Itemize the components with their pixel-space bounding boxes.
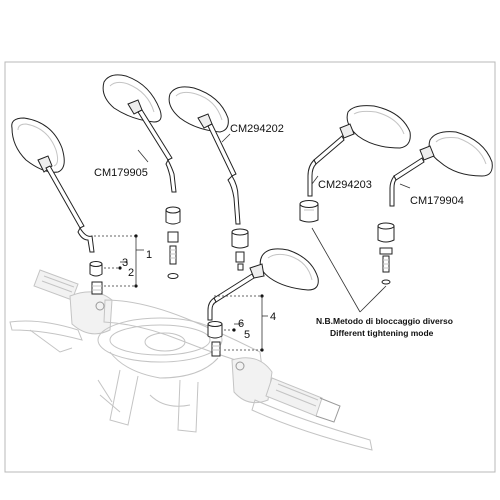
callout-number-1: 1	[146, 249, 152, 261]
handlebar-assembly-drawing	[9, 269, 373, 451]
part-code-cm179904: CM179904	[410, 195, 464, 207]
callout-leaders	[94, 133, 411, 352]
mirror-lower-drawing	[207, 248, 319, 321]
mirror-cm179905-upper-drawing	[102, 74, 177, 193]
mounting-hardware-drawing	[89, 200, 395, 357]
note-line-italian: N.B.Metodo di bloccaggio diverso	[316, 316, 453, 326]
note-line-english: Different tightening mode	[330, 328, 434, 338]
callout-number-3: 3	[122, 257, 128, 269]
mirror-cm294202-drawing	[168, 86, 241, 225]
mirror-cm294203-drawing	[307, 105, 411, 197]
part-code-cm294202: CM294202	[230, 123, 284, 135]
part-code-cm294203: CM294203	[318, 179, 372, 191]
callout-number-2: 2	[128, 267, 134, 279]
callout-number-6: 6	[238, 318, 244, 330]
callout-number-5: 5	[244, 329, 250, 341]
mirror-cm179904-drawing	[389, 131, 493, 207]
part-code-cm179905: CM179905	[94, 167, 148, 179]
callout-number-4: 4	[270, 311, 276, 323]
mirror-cm179905-drawing	[11, 117, 95, 253]
drawing-frame	[4, 61, 496, 473]
